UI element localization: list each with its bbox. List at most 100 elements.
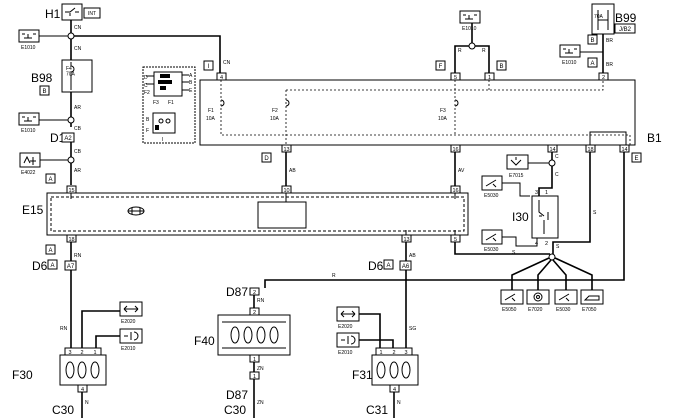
splice-node (548, 253, 556, 261)
connector-tag-label: A (48, 248, 52, 254)
arrow-icon (336, 306, 360, 322)
wire-label-cn: CN (74, 25, 82, 31)
ref-e2010: E2010 (121, 346, 136, 352)
connector-tag-label: I (208, 64, 210, 70)
lamp-icon (506, 154, 529, 170)
wire-label-av: AV (458, 168, 465, 174)
pin-label: 2 (80, 350, 83, 356)
connector-tag-label: A (590, 61, 594, 67)
connector-tag-label: A (50, 263, 54, 269)
ref-e2020: E2020 (338, 324, 353, 330)
connector-tag (47, 259, 58, 270)
component-label-b98: B98 (31, 71, 53, 85)
fuse-box-b1 (199, 79, 636, 146)
component-label-d87: D87 (226, 285, 248, 299)
pin-label: 3 (68, 350, 71, 356)
wire-label-cn: CN (74, 46, 82, 52)
connector-tag (631, 152, 642, 163)
splice-node (468, 42, 476, 50)
pin-label: 4 (393, 387, 396, 393)
pin-label: 1 (253, 374, 256, 380)
wire-label-ab: AB (289, 168, 296, 174)
connector-tag (45, 173, 56, 184)
pin-label: 2 (602, 75, 605, 81)
fuse-rating: 10A (438, 116, 448, 122)
lamp-icon (19, 152, 41, 168)
connector-tag-label: A7 (67, 264, 75, 270)
ground-icon (18, 29, 40, 43)
connector-tag (261, 152, 272, 163)
pin-label: 1 (379, 350, 382, 356)
pin-label: 1 (545, 190, 548, 196)
inset-label: B (189, 80, 193, 86)
fuse-rating: 10A (270, 116, 280, 122)
ref-e4022: E4022 (21, 170, 36, 176)
component-label-c30: C30 (52, 403, 74, 417)
component-label-e15: E15 (22, 203, 44, 217)
connector-tag-label: A (48, 177, 52, 183)
component-label-b99: B99 (615, 11, 637, 25)
wire-label-ar: AR (74, 168, 81, 174)
ref-e1010: E1010 (462, 26, 477, 32)
pin-label: 3 (535, 190, 538, 196)
component-label-d87-bottom: D87 (226, 388, 248, 402)
pin-label: 2 (253, 290, 256, 296)
connector-tag (496, 60, 507, 71)
wire-label-br: BR (606, 62, 613, 68)
ref-e1010: E1010 (21, 45, 36, 51)
ref-e1010: E1010 (21, 128, 36, 134)
connector-tag (383, 259, 394, 270)
pin-label: 2 (392, 350, 395, 356)
int-tag (83, 7, 101, 19)
wire-label-zn: ZN (257, 366, 264, 372)
component-label-d6-right: D6 (368, 259, 384, 273)
module-f31 (371, 354, 419, 386)
pin-label: 2 (545, 241, 548, 247)
connector-tag (39, 85, 50, 96)
fuse-label: F2 (272, 108, 278, 114)
component-label-d6: D6 (32, 259, 48, 273)
sensor-icon (554, 289, 578, 305)
connector-tag-label: A2 (64, 136, 72, 142)
wire-label-zn: ZN (257, 400, 264, 406)
pin-label: 18 (587, 147, 593, 153)
inset-label: F (146, 128, 149, 134)
inset-label: D (144, 75, 148, 81)
connector-tag-label: B (590, 38, 594, 44)
wire-label-ab: AB (409, 253, 416, 259)
connector-tag-label: A (386, 263, 390, 269)
inset-label: F3 (153, 100, 159, 106)
connector-tag (45, 244, 56, 255)
inset-label: B (146, 117, 150, 123)
pin-label: 1 (93, 350, 96, 356)
arrow-icon (119, 301, 143, 317)
connector-tag (614, 23, 636, 34)
ref-e7050: E7050 (582, 307, 597, 313)
ref-e7015: E7015 (509, 173, 524, 179)
component-label-c31: C31 (366, 403, 388, 417)
connector-tag-label: A6 (402, 264, 410, 270)
pin-label: 14 (549, 147, 555, 153)
splice-node (67, 156, 75, 164)
component-label-h1: H1 (45, 7, 61, 21)
sensor-icon (500, 289, 524, 305)
wire-label-ar: AR (74, 105, 81, 111)
light-icon (336, 332, 360, 348)
connector-tag (587, 34, 598, 45)
component-label-b1: B1 (647, 131, 662, 145)
pin-label: 16 (452, 188, 458, 194)
connector-tag-label: D (264, 156, 269, 162)
wire-label-cb: CB (74, 149, 82, 155)
ref-e1010: E1010 (562, 60, 577, 66)
wire-label-br: BR (606, 38, 613, 44)
splice-node (67, 32, 75, 40)
wire-label-c: C (555, 172, 559, 178)
wire-label-r: R (332, 273, 336, 279)
wire-label-s: S (512, 250, 516, 256)
connector-tag (203, 60, 214, 71)
pin-label: 1 (253, 357, 256, 363)
connector-tag-label: E (634, 156, 638, 162)
ground-icon (18, 112, 40, 126)
wire-label-c: C (555, 154, 559, 160)
